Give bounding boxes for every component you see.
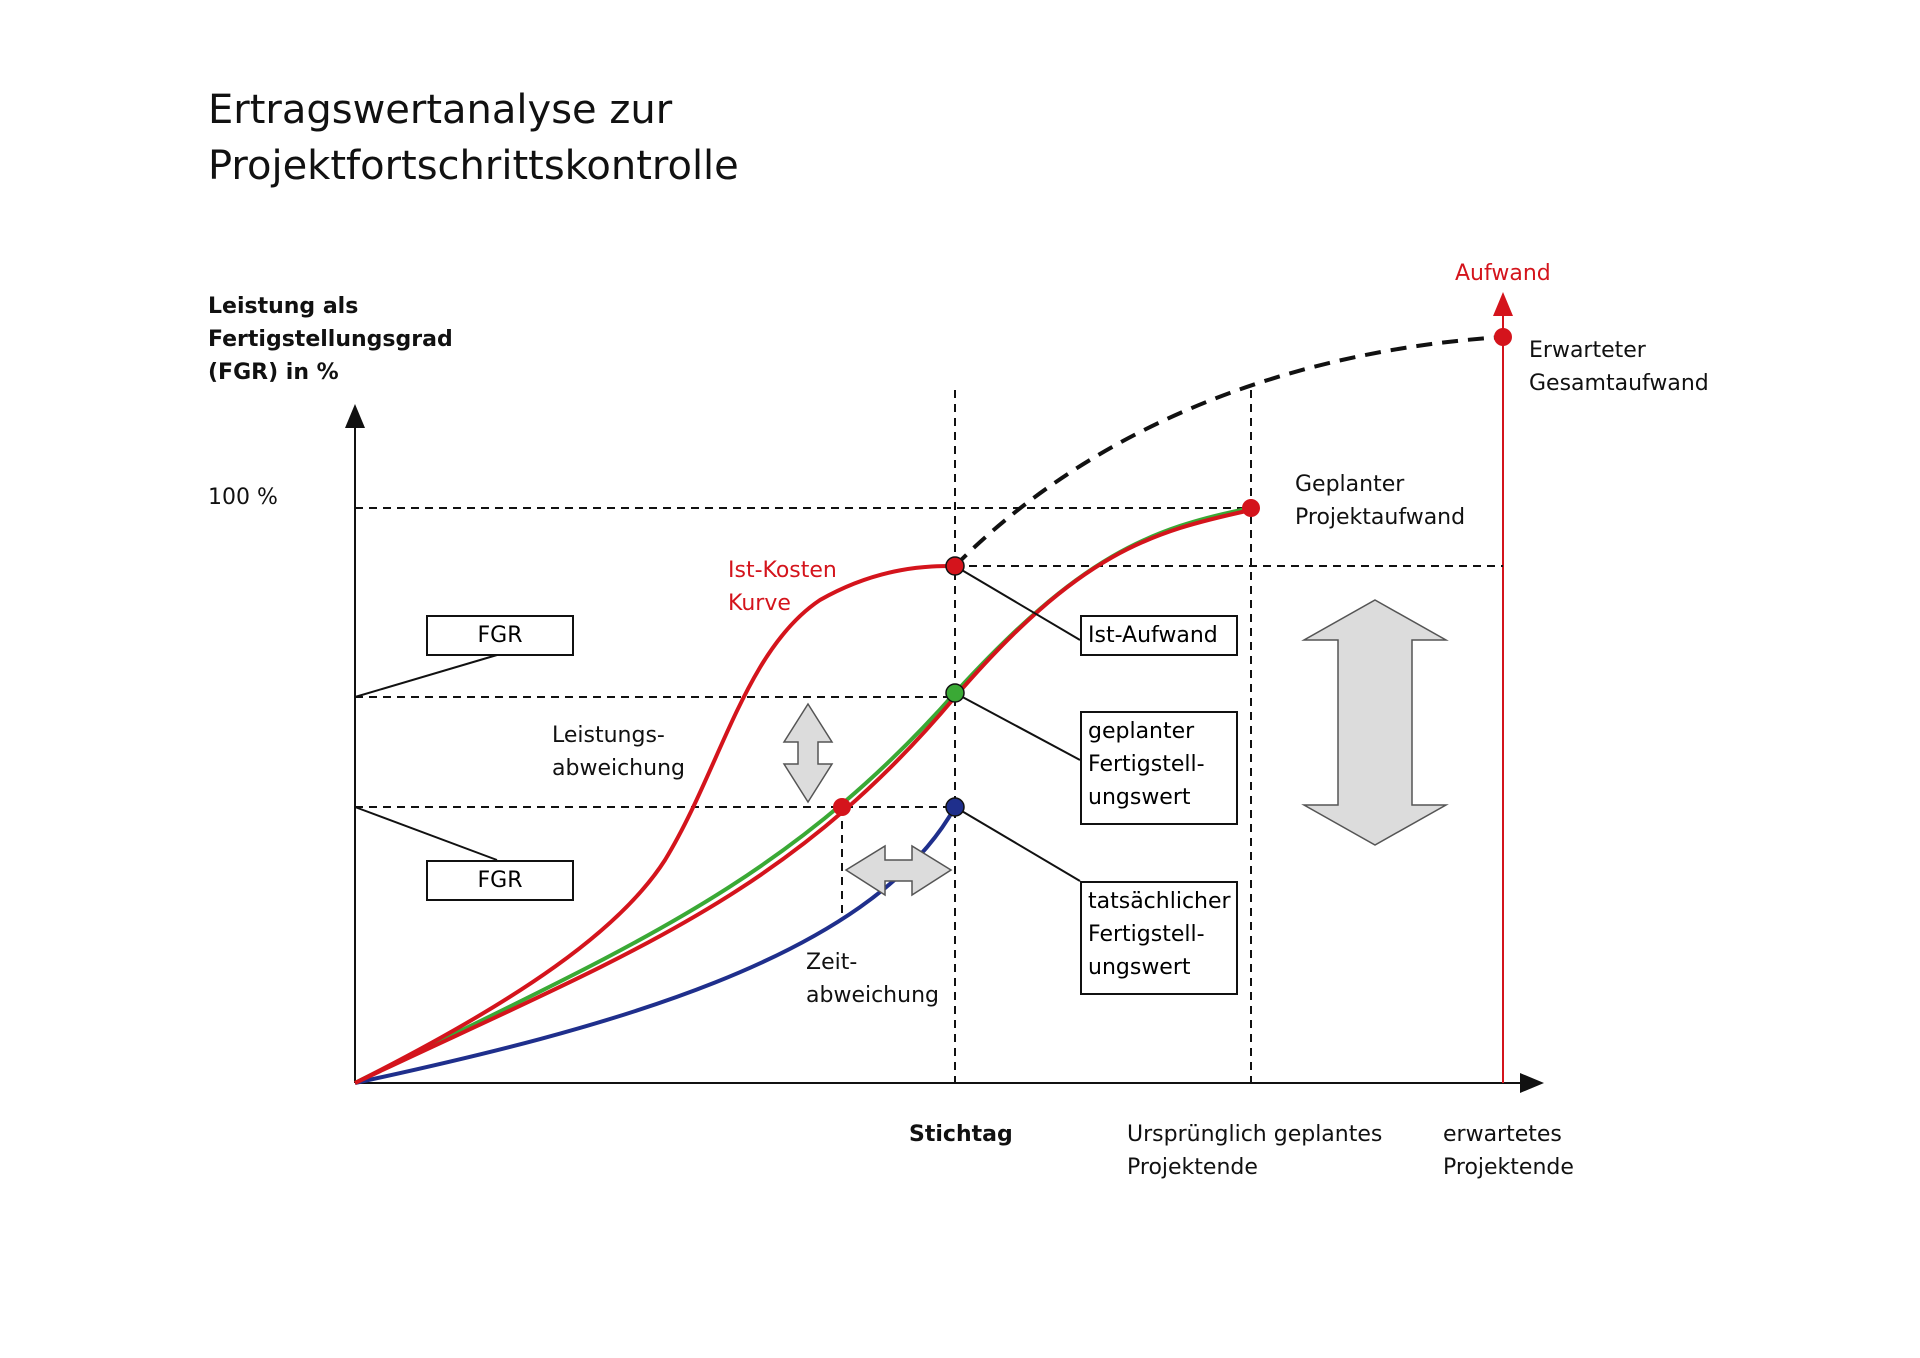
planned-total-point (1242, 499, 1260, 517)
fgr-box-top: FGR (426, 615, 574, 656)
leistungsabweichung-label: Leistungs-abweichung (552, 723, 685, 781)
expected-total-point (1494, 328, 1512, 346)
fgr-box-bottom: FGR (426, 860, 574, 901)
actual-cost-point (945, 556, 965, 576)
stichtag-label: Stichtag (909, 1122, 1013, 1147)
large-double-arrow-icon (1301, 599, 1449, 846)
ist-aufwand-box: Ist-Aufwand (1080, 615, 1238, 656)
time-variance-point (833, 798, 851, 816)
planned-cost-curve (354, 508, 1252, 1085)
leistungsabweichung-arrow-icon (782, 702, 834, 804)
expected-cost-dashed-curve (953, 335, 1504, 568)
y-tick-100: 100 % (208, 485, 278, 510)
planned-value-point (945, 683, 965, 703)
actual-cost-curve (354, 564, 956, 1085)
zeitabweichung-arrow-icon (844, 844, 953, 897)
aufwand-label: Aufwand (1455, 261, 1551, 286)
zeitabweichung-label: Zeit-abweichung (806, 950, 939, 1008)
earned-value-point (945, 797, 965, 817)
connector-lines (354, 565, 1081, 882)
